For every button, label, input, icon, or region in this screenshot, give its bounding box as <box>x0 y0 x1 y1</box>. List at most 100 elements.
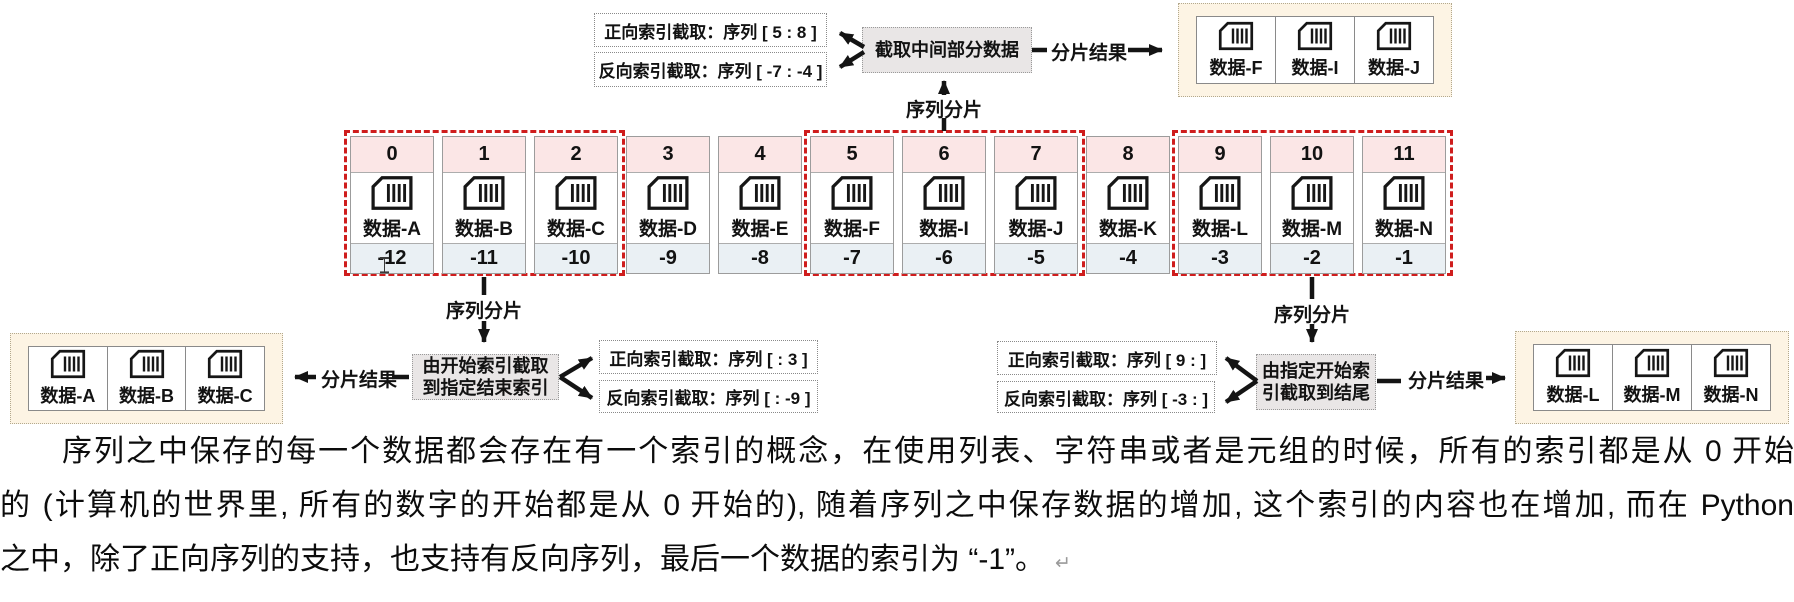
slice-group-0-2 <box>344 130 625 276</box>
sequence-cell: 10 数据-M -2 <box>1270 136 1354 274</box>
result-item-label: 数据-N <box>1703 385 1759 405</box>
sequence-cell: 0 数据-A -12 <box>350 136 434 274</box>
sequence-cell: 2 数据-C -10 <box>534 136 618 274</box>
cell-data-label: 数据-J <box>1008 219 1064 240</box>
right-process-line2: 引截取到结尾 <box>1262 383 1370 403</box>
cell-pos-index: 1 <box>443 137 525 173</box>
cell-neg-index: -2 <box>1271 243 1353 273</box>
data-file-icon <box>1634 348 1670 378</box>
data-file-icon <box>208 349 243 379</box>
result-item: 数据-B <box>106 347 186 410</box>
cell-pos-index: 0 <box>351 137 433 173</box>
paragraph-line-1: 序列之中保存的每一个数据都会存在有一个索引的概念，在使用列表、字符串或者是元组的… <box>62 435 1794 468</box>
body-paragraph: 序列之中保存的每一个数据都会存在有一个索引的概念，在使用列表、字符串或者是元组的… <box>0 425 1794 591</box>
cell-data-label: 数据-I <box>919 219 969 240</box>
result-item: 数据-N <box>1691 345 1770 410</box>
slice-group-5-7 <box>804 130 1085 276</box>
i-beam-cursor <box>380 257 389 273</box>
cell-data-label: 数据-B <box>454 219 514 240</box>
cell-neg-index: -6 <box>903 243 985 273</box>
right-sequence-slice-label: 序列分片 <box>1273 305 1350 326</box>
cell-neg-index: -7 <box>811 243 893 273</box>
data-file-icon <box>1383 176 1425 210</box>
right-process-line1: 由指定开始索 <box>1262 361 1370 381</box>
cell-data-label: 数据-F <box>824 219 880 240</box>
cell-pos-index: 5 <box>811 137 893 173</box>
right-backward-slice-box: 反向索引截取：序列 [ -3 : ] <box>997 381 1215 413</box>
left-result-label: 分片结果 <box>320 370 397 391</box>
data-file-icon <box>647 176 689 210</box>
right-result-container: 数据-L 数据-M 数据-N <box>1515 331 1789 424</box>
data-file-icon <box>923 176 965 210</box>
cell-neg-index: -10 <box>535 243 617 273</box>
sequence-row: 0 数据-A -12 1 数据-B -11 2 数据-C -10 3 <box>350 136 1446 274</box>
cell-neg-index: -1 <box>1363 243 1445 273</box>
paragraph-line-2: 的 (计算机的世界里, 所有的数字的开始都是从 0 开始的), 随着序列之中保存… <box>0 489 1794 522</box>
cell-neg-index: -4 <box>1087 243 1169 273</box>
sequence-cell: 5 数据-F -7 <box>810 136 894 274</box>
sequence-cell: 4 数据-E -8 <box>718 136 802 274</box>
data-file-icon <box>371 176 413 210</box>
data-file-icon <box>129 349 164 379</box>
data-file-icon <box>1107 176 1149 210</box>
top-forward-slice-box: 正向索引截取：序列 [ 5 : 8 ] <box>594 13 827 47</box>
sequence-cell: 6 数据-I -6 <box>902 136 986 274</box>
result-item: 数据-F <box>1197 17 1275 83</box>
sequence-cell: 1 数据-B -11 <box>442 136 526 274</box>
data-file-icon <box>555 176 597 210</box>
top-backward-slice-box: 反向索引截取：序列 [ -7 : -4 ] <box>594 52 827 87</box>
cell-pos-index: 4 <box>719 137 801 173</box>
result-item-label: 数据-B <box>119 386 174 406</box>
paragraph-line-3: 之中，除了正向序列的支持，也支持有反向序列，最后一个数据的索引为 “-1”。 ↵ <box>0 533 1794 591</box>
result-item: 数据-L <box>1534 345 1612 410</box>
data-file-icon <box>50 349 85 379</box>
left-process-line1: 由开始索引截取 <box>422 356 549 376</box>
cell-neg-index: -3 <box>1179 243 1261 273</box>
cell-pos-index: 10 <box>1271 137 1353 173</box>
data-file-icon <box>1199 176 1241 210</box>
cell-data-label: 数据-C <box>546 219 606 240</box>
result-item-label: 数据-L <box>1546 385 1600 405</box>
right-result-label: 分片结果 <box>1407 371 1484 392</box>
top-result-container: 数据-F 数据-I 数据-J <box>1178 3 1452 97</box>
result-item: 数据-J <box>1354 17 1433 83</box>
sequence-cell: 3 数据-D -9 <box>626 136 710 274</box>
result-item-label: 数据-J <box>1367 57 1420 78</box>
result-item: 数据-A <box>29 347 107 410</box>
cell-pos-index: 9 <box>1179 137 1261 173</box>
cell-data-label: 数据-M <box>1281 219 1343 240</box>
cell-data-label: 数据-A <box>362 219 422 240</box>
result-item-label: 数据-C <box>197 386 253 406</box>
result-item: 数据-I <box>1275 17 1354 83</box>
cell-pos-index: 3 <box>627 137 709 173</box>
data-file-icon <box>1218 21 1254 50</box>
cell-pos-index: 7 <box>995 137 1077 173</box>
result-item-label: 数据-M <box>1623 385 1681 405</box>
paragraph-line-3-text: 之中，除了正向序列的支持，也支持有反向序列，最后一个数据的索引为 “-1”。 <box>0 543 1045 576</box>
data-file-icon <box>1291 176 1333 210</box>
result-item: 数据-M <box>1612 345 1691 410</box>
slice-group-9-11 <box>1172 130 1453 276</box>
right-forward-slice-box: 正向索引截取：序列 [ 9 : ] <box>997 341 1217 375</box>
data-file-icon <box>1555 348 1591 378</box>
cell-neg-index: -8 <box>719 243 801 273</box>
cell-neg-index: -12 <box>351 243 433 273</box>
cell-pos-index: 6 <box>903 137 985 173</box>
cell-data-label: 数据-K <box>1098 219 1158 240</box>
cell-data-label: 数据-E <box>731 219 789 240</box>
sequence-cell: 7 数据-J -5 <box>994 136 1078 274</box>
data-file-icon <box>739 176 781 210</box>
sequence-cell: 11 数据-N -1 <box>1362 136 1446 274</box>
top-sequence-slice-label: 序列分片 <box>905 100 982 121</box>
data-file-icon <box>463 176 505 210</box>
cell-data-label: 数据-L <box>1192 219 1248 240</box>
cell-data-label: 数据-N <box>1374 219 1434 240</box>
left-process-line2: 到指定结束索引 <box>422 378 549 398</box>
paragraph-end-mark: ↵ <box>1055 553 1071 574</box>
left-result-container: 数据-A 数据-B 数据-C <box>10 333 283 424</box>
left-backward-slice-box: 反向索引截取：序列 [ : -9 ] <box>599 380 818 413</box>
result-item-label: 数据-A <box>40 386 96 406</box>
right-process-box: 由指定开始索 引截取到结尾 <box>1256 354 1376 410</box>
top-result-label: 分片结果 <box>1050 43 1127 64</box>
